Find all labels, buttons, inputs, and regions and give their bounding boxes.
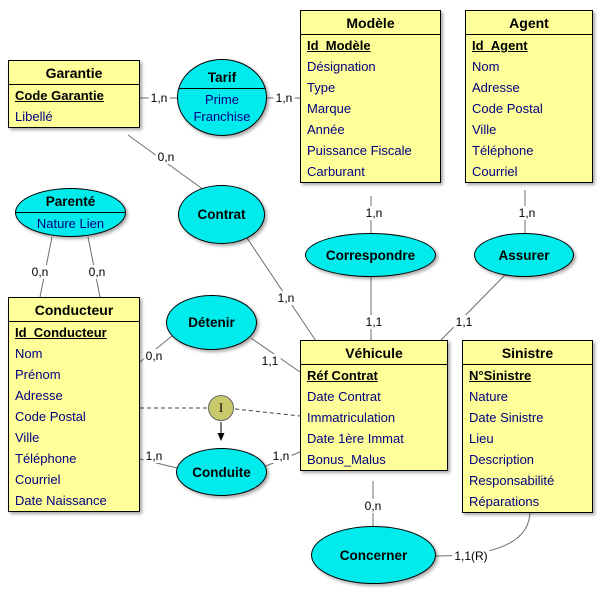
attribute: Date Naissance	[15, 493, 107, 508]
attribute-primary-key: Code Garantie	[15, 88, 104, 103]
cardinality-label: 0,n	[155, 150, 177, 164]
relation-assurer: Assurer	[474, 233, 574, 277]
attribute: Nature	[469, 389, 509, 404]
attribute-primary-key: Id_Modèle	[307, 38, 371, 53]
attribute: Puissance Fiscale	[307, 143, 412, 158]
attribute: Date Contrat	[307, 389, 381, 404]
relation-divider	[16, 211, 125, 213]
entity-title: Conducteur	[9, 298, 139, 322]
cardinality-label: 1,n	[275, 291, 297, 305]
inclusion-constraint-circle: I	[208, 395, 234, 421]
cardinality-label: 0,n	[29, 265, 51, 279]
cardinality-label: 1,n	[148, 91, 170, 105]
attribute: Immatriculation	[307, 410, 396, 425]
entity-title: Sinistre	[463, 341, 592, 365]
cardinality-label: 0,n	[143, 349, 165, 363]
attribute-primary-key: Id_Conducteur	[15, 325, 107, 340]
cardinality-label: 1,n	[143, 449, 165, 463]
cardinality-label: 0,n	[362, 499, 384, 513]
attribute: Marque	[307, 101, 352, 116]
attribute: Carburant	[307, 164, 365, 179]
attribute: Code Postal	[472, 101, 543, 116]
relation-attribute: Franchise	[193, 109, 251, 124]
attribute: Date Sinistre	[469, 410, 544, 425]
attribute: Ville	[15, 430, 40, 445]
cardinality-label: 1,1(R)	[452, 549, 490, 563]
relation-title: Concerner	[339, 547, 408, 563]
attribute-primary-key: Réf Contrat	[307, 368, 378, 383]
attribute-primary-key: N°Sinistre	[469, 368, 532, 383]
relation-parente: Parenté Nature Lien	[15, 188, 126, 237]
entity-conducteur: Conducteur Id_Conducteur Nom Prénom Adre…	[8, 297, 140, 512]
relation-attribute: Prime	[205, 92, 239, 107]
relation-title: Contrat	[197, 207, 246, 222]
entity-title: Véhicule	[301, 341, 447, 365]
entity-title: Modèle	[301, 11, 440, 35]
cardinality-label: 1,1	[453, 315, 475, 329]
attribute: Courriel	[472, 164, 518, 179]
attribute: Type	[307, 80, 336, 95]
attribute: Ville	[472, 122, 497, 137]
relation-concerner: Concerner	[311, 526, 436, 584]
attribute: Adresse	[472, 80, 520, 95]
attribute-primary-key: Id_Agent	[472, 38, 528, 53]
relation-divider	[178, 88, 266, 89]
attribute: Réparations	[469, 494, 540, 509]
entity-title: Garantie	[9, 61, 139, 85]
relation-contrat: Contrat	[178, 185, 265, 244]
relation-title: Parenté	[45, 193, 96, 209]
relation-conduite: Conduite	[176, 448, 267, 496]
relation-detenir: Détenir	[166, 295, 257, 350]
cardinality-label: 1,n	[516, 206, 538, 220]
cardinality-label: 1,1	[363, 315, 385, 329]
cardinality-label: 1,n	[273, 91, 295, 105]
attribute: Bonus_Malus	[307, 452, 386, 467]
relation-title: Détenir	[188, 315, 235, 330]
relation-correspondre: Correspondre	[305, 233, 436, 277]
relation-title: Assurer	[498, 247, 550, 263]
relation-title: Correspondre	[325, 247, 416, 263]
inclusion-constraint-label: I	[218, 400, 224, 415]
entity-vehicule: Véhicule Réf Contrat Date Contrat Immatr…	[300, 340, 448, 471]
attribute: Désignation	[307, 59, 376, 74]
relation-tarif: Tarif Prime Franchise	[177, 59, 267, 136]
entity-garantie: Garantie Code Garantie Libellé	[8, 60, 140, 128]
attribute: Description	[469, 452, 535, 467]
attribute: Nom	[15, 346, 43, 361]
attribute: Année	[307, 122, 345, 137]
attribute: Prénom	[15, 367, 61, 382]
attribute: Nom	[472, 59, 500, 74]
entity-modele: Modèle Id_Modèle Désignation Type Marque…	[300, 10, 441, 183]
entity-title: Agent	[466, 11, 592, 35]
cardinality-label: 1,1	[259, 354, 281, 368]
attribute: Code Postal	[15, 409, 86, 424]
attribute: Lieu	[469, 431, 494, 446]
attribute: Responsabilité	[469, 473, 555, 488]
attribute: Date 1ère Immat	[307, 431, 404, 446]
attribute: Téléphone	[15, 451, 77, 466]
cardinality-label: 1,n	[363, 206, 385, 220]
cardinality-label: 1,n	[270, 449, 292, 463]
attribute: Téléphone	[472, 143, 534, 158]
entity-agent: Agent Id_Agent Nom Adresse Code Postal V…	[465, 10, 593, 183]
relation-title: Conduite	[192, 464, 251, 480]
relation-title: Tarif	[207, 70, 237, 85]
entity-sinistre: Sinistre N°Sinistre Nature Date Sinistre…	[462, 340, 593, 513]
attribute: Courriel	[15, 472, 61, 487]
attribute: Adresse	[15, 388, 63, 403]
cardinality-label: 0,n	[86, 265, 108, 279]
relation-attribute: Nature Lien	[36, 215, 105, 231]
attribute: Libellé	[15, 109, 53, 124]
